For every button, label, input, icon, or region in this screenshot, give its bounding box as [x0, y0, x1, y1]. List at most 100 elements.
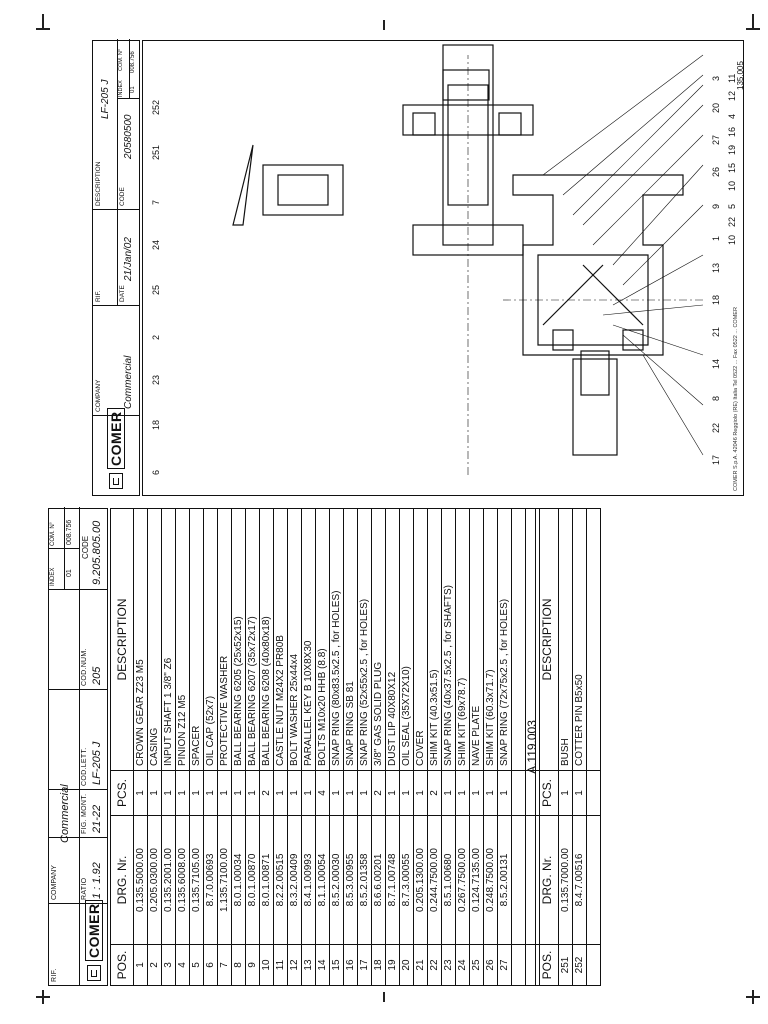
parts-table-pos-cell: 25 [469, 944, 484, 986]
ref-label: RIF. [51, 968, 58, 982]
callout-label: 10 [727, 234, 737, 245]
col-desc-header: DESCRIPTION [110, 508, 134, 771]
parts-table-pos-cell: 7 [217, 944, 232, 986]
parts-table-pcs-cell: 1 [301, 770, 316, 816]
parts-table-pcs-cell: 1 [329, 770, 344, 816]
parts-table-pos-cell: 1 [133, 944, 148, 986]
parts-table-pos-cell [511, 944, 526, 986]
page-code: 135.005 [736, 61, 745, 90]
parts-table-pos-cell: 23 [441, 944, 456, 986]
parts-table-header: POS. DRG. Nr. PCS. DESCRIPTION [110, 508, 134, 986]
parts-table-drg-cell: 8.5.2.00131 [497, 815, 512, 945]
parts-table-pos-cell: 18 [371, 944, 386, 986]
gearbox-drawing-svg [232, 44, 704, 475]
parts-table-drg-cell: 8.7.0.00693 [203, 815, 218, 945]
comer-logo-icon [87, 965, 101, 981]
parts-table-pcs-cell: 1 [357, 770, 372, 816]
callout-label: 16 [727, 126, 737, 137]
coll-label: COD.LETT. [81, 747, 88, 786]
parts-table-pos-cell: 24 [455, 944, 470, 986]
parts-table-desc-cell: OIL CAP (52x7) [203, 508, 218, 771]
callout-label: 13 [711, 262, 721, 273]
index-value: 01 [66, 569, 73, 577]
parts-table-drg-cell: 8.3.2.00409 [287, 815, 302, 945]
sub-parts-table-header: POS. DRG. Nr. PCS. DESCRIPTION [535, 508, 559, 986]
parts-table-pos-cell: 15 [329, 944, 344, 986]
drawing-code-value: 20580500 [123, 114, 134, 160]
callout-label: 27 [711, 134, 721, 145]
parts-table-pos-cell: 19 [385, 944, 400, 986]
parts-table-desc-cell: SNAP RING (52x55x2.5 , for HOLES) [357, 508, 372, 771]
parts-table-pos-cell: 21 [413, 944, 428, 986]
parts-table-desc-cell: CASTLE NUT M24X2 PR80B [273, 508, 288, 771]
parts-table-drg-cell: 8.0.1.00034 [231, 815, 246, 945]
ratio-label: RATIO [81, 877, 88, 900]
parts-table-desc-cell: SPACER [189, 508, 204, 771]
drawing-comer-logo: COMER [107, 408, 125, 489]
sub-parts-table-pcs-cell [586, 770, 601, 816]
parts-list-header: RIF. COMER RATIO 1 : 1.92 FIG. MONT. 21-… [48, 507, 108, 986]
parts-table-drg-cell: 8.0.1.00870 [245, 815, 260, 945]
parts-table-pcs-cell: 1 [287, 770, 302, 816]
parts-table-drg-cell: 8.1.1.00054 [315, 815, 330, 945]
sub-col-desc-header: DESCRIPTION [535, 508, 559, 771]
title-company-cell: COMPANY Commercial [93, 305, 139, 415]
parts-table-pcs-cell: 1 [399, 770, 414, 816]
parts-table-drg-cell: 0.124.7135.00 [469, 815, 484, 945]
parts-table-pcs-cell: 1 [455, 770, 470, 816]
callout-label: 8 [711, 395, 721, 401]
callout-label: 10 [727, 180, 737, 191]
crop-mark-br-h [746, 996, 760, 998]
parts-table-pos-cell: 11 [273, 944, 288, 986]
callout-label: 18 [151, 419, 161, 430]
drawing-logo-icon [109, 473, 123, 489]
sub-parts-table-drg-cell: 0.135.7000.00 [558, 815, 573, 945]
callout-label: 23 [151, 374, 161, 385]
parts-table-pos-cell: 10 [259, 944, 274, 986]
parts-table-drg-cell: 0.135.2001.00 [161, 815, 176, 945]
parts-table-desc-cell: NAVE PLATE [469, 508, 484, 771]
col-drg-header: DRG. Nr. [110, 815, 134, 945]
parts-table-desc-cell: BALL BEARING 6207 (35x72x17) [245, 508, 260, 771]
parts-table-pcs-cell: 1 [217, 770, 232, 816]
parts-table-drg-cell: 0.135.6008.00 [175, 815, 190, 945]
parts-table-pos-cell: 17 [357, 944, 372, 986]
parts-table-pcs-cell: 1 [161, 770, 176, 816]
parts-table-drg-cell: 0.248.7500.00 [483, 815, 498, 945]
callout-label: 2 [151, 334, 161, 340]
parts-table-pos-cell: 26 [483, 944, 498, 986]
drawing-company-label: COMPANY [95, 379, 102, 412]
parts-table-pcs-cell: 4 [315, 770, 330, 816]
parts-table-desc-cell: SNAP RING (40x37.5x2.5 , for SHAFTS) [441, 508, 456, 771]
parts-table-pcs-cell [511, 770, 526, 816]
sub-parts-table-pcs-cell: 1 [558, 770, 573, 816]
header-num-cell: COD.NUM. 205 [49, 589, 107, 689]
parts-table-drg-cell: 8.4.1.00993 [301, 815, 316, 945]
parts-table-pcs-cell: 1 [469, 770, 484, 816]
sub-col-drg-header: DRG. Nr. [535, 815, 559, 945]
parts-table-pos-cell: 20 [399, 944, 414, 986]
sub-parts-table-pcs-cell: 1 [572, 770, 587, 816]
parts-table-pos-cell: 4 [175, 944, 190, 986]
parts-table-pcs-cell: 1 [441, 770, 456, 816]
drawing-sheet: COMER COMPANY Commercial RIF. DATE 21/Ja… [92, 39, 744, 496]
parts-table-desc-cell: PROTECTIVE WASHER [217, 508, 232, 771]
input-shaft [572, 358, 618, 456]
drawing-comm-label: COM. N° [118, 48, 124, 71]
num-label: COD.NUM. [81, 648, 88, 686]
callout-label: 22 [711, 422, 721, 433]
sub-col-pcs-header: PCS. [535, 770, 559, 816]
